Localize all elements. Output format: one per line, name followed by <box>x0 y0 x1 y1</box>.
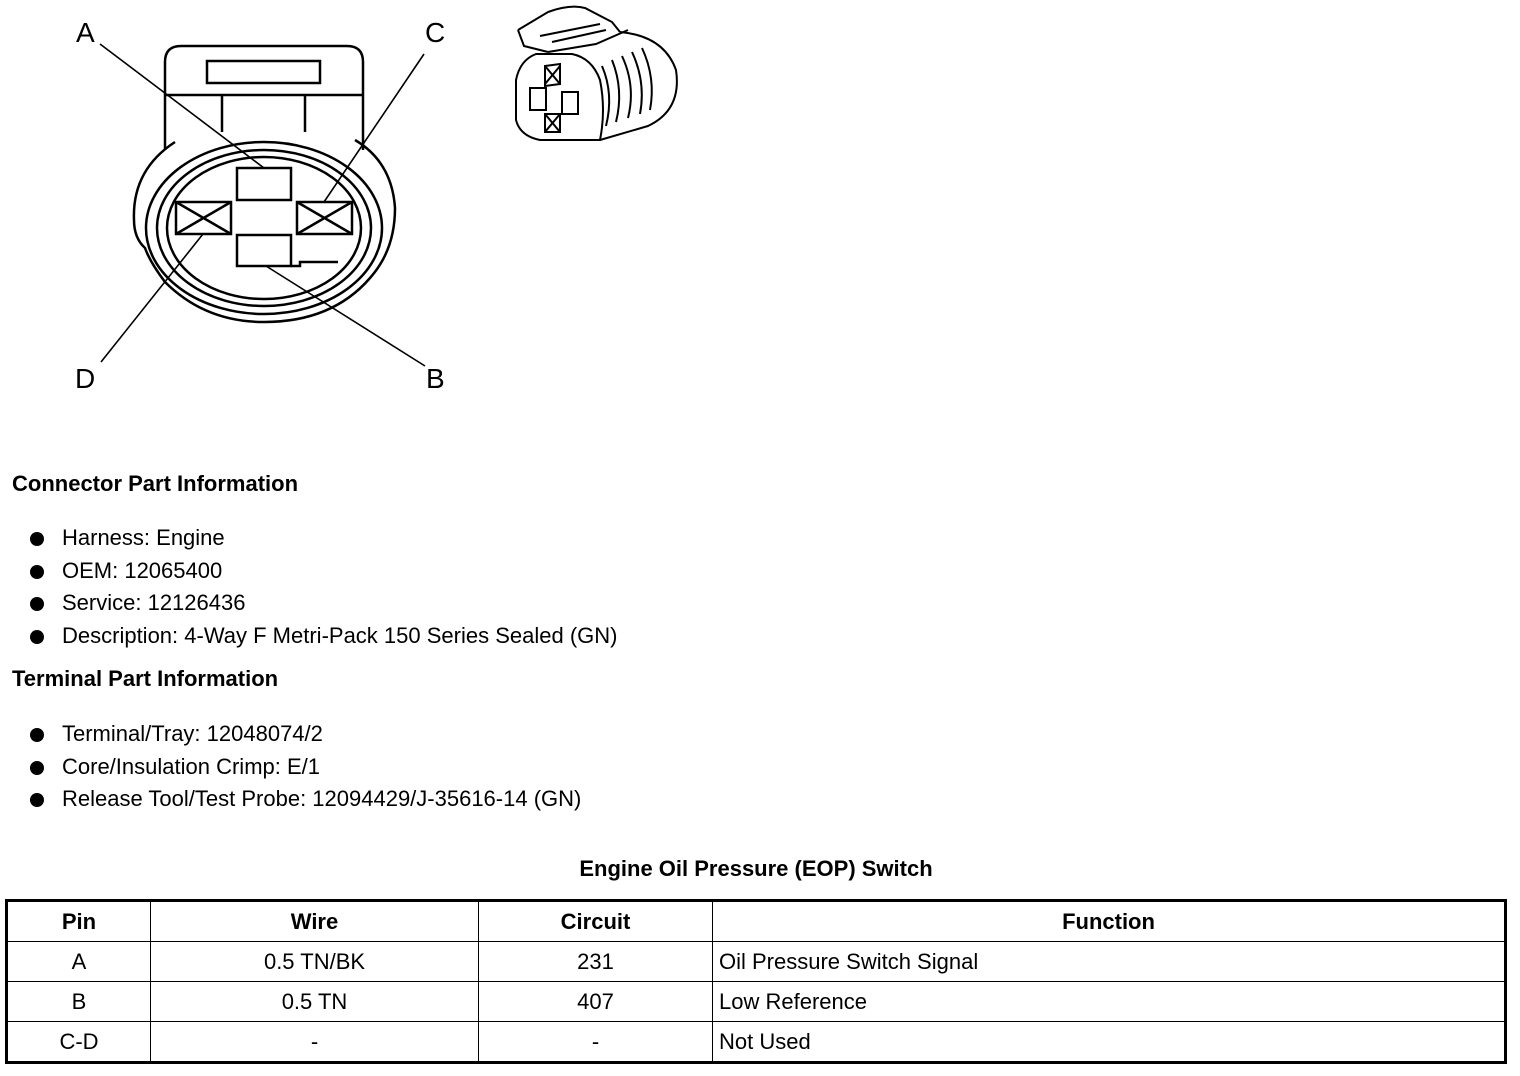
connector-part-info-title: Connector Part Information <box>12 471 299 496</box>
cell-function: Low Reference <box>712 981 1506 1022</box>
column-header-function: Function <box>712 900 1506 942</box>
cell-function: Oil Pressure Switch Signal <box>712 941 1506 982</box>
cell-circuit: 231 <box>478 941 713 982</box>
list-item: Release Tool/Test Probe: 12094429/J-3561… <box>28 783 581 816</box>
cell-wire: 0.5 TN/BK <box>150 941 479 982</box>
cell-function: Not Used <box>712 1021 1506 1063</box>
column-header-circuit: Circuit <box>478 900 713 942</box>
table-title: Engine Oil Pressure (EOP) Switch <box>579 856 933 881</box>
table-row: A 0.5 TN/BK 231 Oil Pressure Switch Sign… <box>6 941 1506 982</box>
cell-pin: B <box>6 981 151 1022</box>
column-header-pin: Pin <box>6 900 151 942</box>
pin-table: Pin Wire Circuit Function A 0.5 TN/BK 23… <box>5 899 1507 1064</box>
pin-label-b: B <box>426 363 445 394</box>
connector-diagram: A C D B <box>75 5 678 394</box>
table-row: C-D - - Not Used <box>6 1021 1506 1063</box>
list-item: Core/Insulation Crimp: E/1 <box>28 751 581 784</box>
connector-isometric-image <box>515 5 678 141</box>
connector-part-info-list: Harness: Engine OEM: 12065400 Service: 1… <box>28 522 617 653</box>
pin-label-c: C <box>425 17 445 48</box>
connector-face-view <box>132 44 397 324</box>
list-item: Description: 4-Way F Metri-Pack 150 Seri… <box>28 620 617 653</box>
pin-label-a: A <box>76 17 95 48</box>
pin-leader-lines <box>99 43 426 367</box>
list-item: Service: 12126436 <box>28 587 617 620</box>
cell-wire: - <box>150 1021 479 1063</box>
terminal-part-info-title: Terminal Part Information <box>12 666 279 691</box>
cell-circuit: 407 <box>478 981 713 1022</box>
table-header-row: Pin Wire Circuit Function <box>6 900 1506 942</box>
terminal-part-info-list: Terminal/Tray: 12048074/2 Core/Insulatio… <box>28 718 581 816</box>
cell-circuit: - <box>478 1021 713 1063</box>
table-row: B 0.5 TN 407 Low Reference <box>6 981 1506 1022</box>
list-item: Harness: Engine <box>28 522 617 555</box>
cell-wire: 0.5 TN <box>150 981 479 1022</box>
list-item: OEM: 12065400 <box>28 555 617 588</box>
pin-label-d: D <box>75 363 95 394</box>
cell-pin: C-D <box>6 1021 151 1063</box>
column-header-wire: Wire <box>150 900 479 942</box>
list-item: Terminal/Tray: 12048074/2 <box>28 718 581 751</box>
cell-pin: A <box>6 941 151 982</box>
